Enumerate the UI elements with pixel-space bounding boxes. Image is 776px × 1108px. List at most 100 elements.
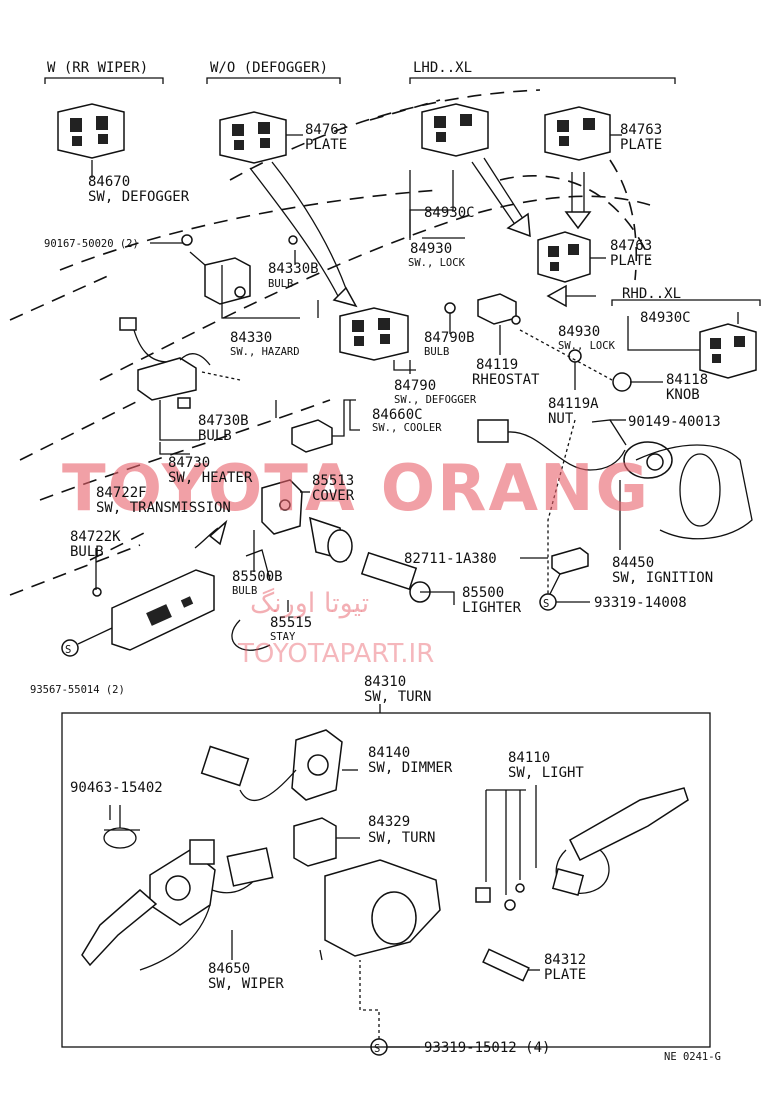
cooler-switch — [291, 419, 333, 453]
label-84763c-name: PLATE — [610, 253, 652, 269]
label-84119a-num: 84119A — [548, 396, 599, 412]
footer-code: NE 0241-G — [664, 1051, 721, 1063]
label-84722k-num: 84722K — [70, 529, 121, 545]
label-84140-num: 84140 — [368, 745, 410, 761]
screw-symbol-2: S — [543, 598, 549, 610]
label-85500b-name: BULB — [232, 585, 257, 597]
label-84670-name: SW, DEFOGGER — [88, 189, 190, 205]
label-84730b-name: BULB — [198, 428, 232, 444]
switch-defogger-rr — [57, 103, 125, 159]
label-84110-name: SW, LIGHT — [508, 765, 584, 781]
header-brackets — [44, 77, 761, 306]
label-93567: 93567-55014 (2) — [30, 684, 125, 696]
plate-84763-left — [219, 111, 287, 164]
header-defogger: W/O (DEFOGGER) — [210, 60, 328, 76]
lighter-assembly — [231, 479, 431, 651]
heater-switch-harness — [119, 317, 211, 441]
label-84310-name: SW, TURN — [364, 689, 431, 705]
screw-symbol-1: S — [65, 644, 71, 656]
label-84730-num: 84730 — [168, 455, 210, 471]
label-84118-num: 84118 — [666, 372, 708, 388]
label-84930a-name: SW., LOCK — [408, 257, 466, 269]
label-84310-num: 84310 — [364, 674, 406, 690]
leader-lines-upper — [91, 134, 739, 612]
label-84670-num: 84670 — [88, 174, 130, 190]
turn-switch-small — [293, 817, 360, 867]
arrows — [194, 157, 596, 549]
label-84329-name: SW, TURN — [368, 830, 435, 846]
label-84329-num: 84329 — [368, 814, 410, 830]
turn-switch-box — [61, 712, 711, 1048]
label-84660c-name: SW., COOLER — [372, 422, 442, 434]
label-85513-name: COVER — [312, 488, 355, 504]
ignition-switch — [477, 419, 753, 540]
dimmer-switch — [200, 729, 358, 801]
connector-82711 — [551, 547, 589, 575]
light-switch — [475, 785, 689, 911]
label-93319a: 93319-14008 — [594, 595, 687, 611]
header-lhd: LHD..XL — [413, 60, 472, 76]
hazard-switch — [181, 234, 298, 305]
label-84330-name: SW., HAZARD — [230, 346, 300, 358]
switch-defogger-center — [339, 307, 409, 361]
label-84119-name: RHEOSTAT — [472, 372, 540, 388]
label-84790-name: SW., DEFOGGER — [394, 394, 477, 406]
label-84730-name: SW, HEATER — [168, 470, 253, 486]
transmission-switch — [92, 569, 215, 651]
bulb-84790b — [444, 302, 456, 330]
label-84330b-num: 84330B — [268, 261, 319, 277]
label-84763a-name: PLATE — [305, 137, 347, 153]
turn-switch-body — [319, 859, 441, 961]
label-90463: 90463-15402 — [70, 780, 163, 796]
plate-84312 — [482, 948, 540, 982]
header-rr-wiper: W (RR WIPER) — [47, 60, 148, 76]
label-84110-num: 84110 — [508, 750, 550, 766]
label-84450-name: SW, IGNITION — [612, 570, 713, 586]
label-84790b-num: 84790B — [424, 330, 475, 346]
label-90149: 90149-40013 — [628, 414, 721, 430]
label-84119a-name: NUT — [548, 411, 574, 427]
label-84763c-num: 84763 — [610, 238, 652, 254]
label-84930a-num: 84930 — [410, 241, 452, 257]
header-rhd: RHD..XL — [622, 286, 681, 302]
label-84312-name: PLATE — [544, 967, 586, 983]
label-84763b-num: 84763 — [620, 122, 662, 138]
label-85515-num: 85515 — [270, 615, 312, 631]
label-93319b: 93319-15012 (4) — [424, 1040, 550, 1056]
leader-lines-lower — [119, 805, 233, 960]
label-84722f-num: 84722F — [96, 485, 147, 501]
label-84763a-num: 84763 — [305, 122, 347, 138]
label-84930b-num: 84930 — [558, 324, 600, 340]
label-84119-num: 84119 — [476, 357, 518, 373]
label-85500-name: LIGHTER — [462, 600, 522, 616]
label-84118-name: KNOB — [666, 387, 700, 403]
label-84650-name: SW, WIPER — [208, 976, 284, 992]
label-84330-num: 84330 — [230, 330, 272, 346]
label-84722f-name: SW, TRANSMISSION — [96, 500, 231, 516]
label-84140-name: SW, DIMMER — [368, 760, 453, 776]
label-84650-num: 84650 — [208, 961, 250, 977]
screw-symbol-3: S — [374, 1043, 380, 1055]
label-84312-num: 84312 — [544, 952, 586, 968]
label-85515-name: STAY — [270, 631, 296, 643]
switch-lock-lhd — [421, 103, 489, 157]
label-84790-num: 84790 — [394, 378, 436, 394]
plate-84763-right-mid — [537, 231, 591, 283]
label-84330b-name: BULB — [268, 278, 293, 290]
label-84930c-a: 84930C — [424, 205, 475, 221]
label-82711: 82711-1A380 — [404, 551, 497, 567]
cable-tie — [103, 805, 140, 849]
label-84730b-num: 84730B — [198, 413, 249, 429]
label-84660c-num: 84660C — [372, 407, 423, 423]
knob-and-nut — [568, 349, 632, 392]
plate-84763-right-top — [544, 106, 611, 161]
label-84930c-b: 84930C — [640, 310, 691, 326]
rheostat — [477, 293, 521, 325]
switch-lock-rhd — [699, 323, 757, 379]
label-84763b-name: PLATE — [620, 137, 662, 153]
label-84450-num: 84450 — [612, 555, 654, 571]
label-85513-num: 85513 — [312, 473, 354, 489]
watermark-persian: تيوتا اورنگ — [250, 587, 369, 619]
label-85500-num: 85500 — [462, 585, 504, 601]
